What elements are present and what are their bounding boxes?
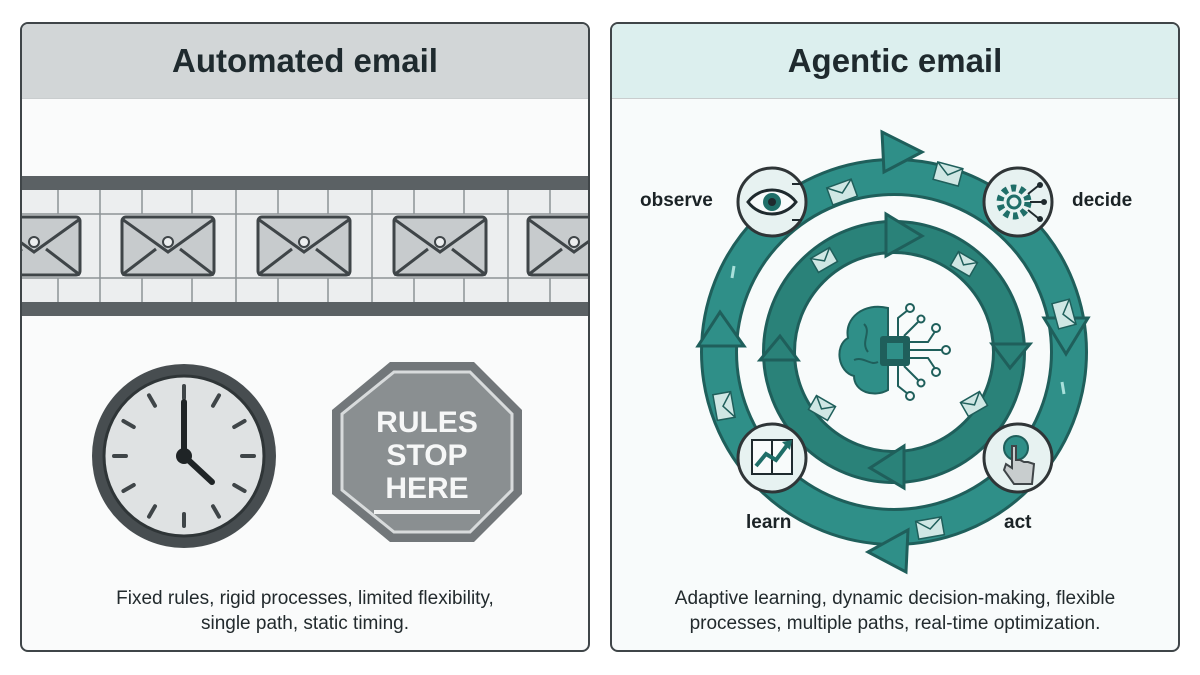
stop-sign-icon (332, 362, 522, 542)
automated-email-panel: Automated email (20, 22, 590, 652)
brain-chip-icon (838, 303, 951, 401)
email-icon (392, 215, 488, 277)
stop-sign-line-3: HERE (385, 472, 468, 505)
stage-label-observe: observe (640, 190, 713, 211)
agentic-email-caption: Adaptive learning, dynamic decision-maki… (612, 586, 1178, 636)
inner-cycle-ring (756, 211, 1034, 491)
automated-email-caption: Fixed rules, rigid processes, limited fl… (22, 586, 588, 636)
automated-email-title: Automated email (22, 24, 588, 99)
chart-book-icon (736, 422, 808, 494)
ring-email-icons (712, 161, 1077, 540)
stop-sign-line-1: RULES (376, 406, 478, 439)
stage-label-act: act (1004, 512, 1032, 533)
agentic-email-panel: Agentic email (610, 22, 1180, 652)
gear-circuit-icon (982, 166, 1054, 238)
stage-label-learn: learn (746, 512, 792, 533)
tap-hand-icon (982, 422, 1054, 494)
caption-line-1: Adaptive learning, dynamic decision-maki… (674, 588, 1116, 609)
stage-label-decide: decide (1072, 190, 1133, 211)
email-icon (120, 215, 216, 277)
agentic-email-title: Agentic email (612, 24, 1178, 99)
outer-cycle-ring (695, 129, 1091, 575)
email-icon (22, 215, 82, 277)
caption-line-2: single path, static timing. (200, 613, 410, 634)
eye-icon (736, 166, 808, 238)
email-icon (526, 215, 588, 277)
stop-sign-line-2: STOP (386, 439, 467, 472)
caption-line-2: processes, multiple paths, real-time opt… (689, 613, 1101, 634)
automated-email-illustration: RULES STOP HERE (22, 176, 588, 548)
conveyor-belt (22, 176, 588, 316)
email-icon (256, 215, 352, 277)
agentic-email-cycle (695, 129, 1091, 575)
clock-icon (92, 364, 276, 548)
caption-line-1: Fixed rules, rigid processes, limited fl… (116, 588, 494, 609)
